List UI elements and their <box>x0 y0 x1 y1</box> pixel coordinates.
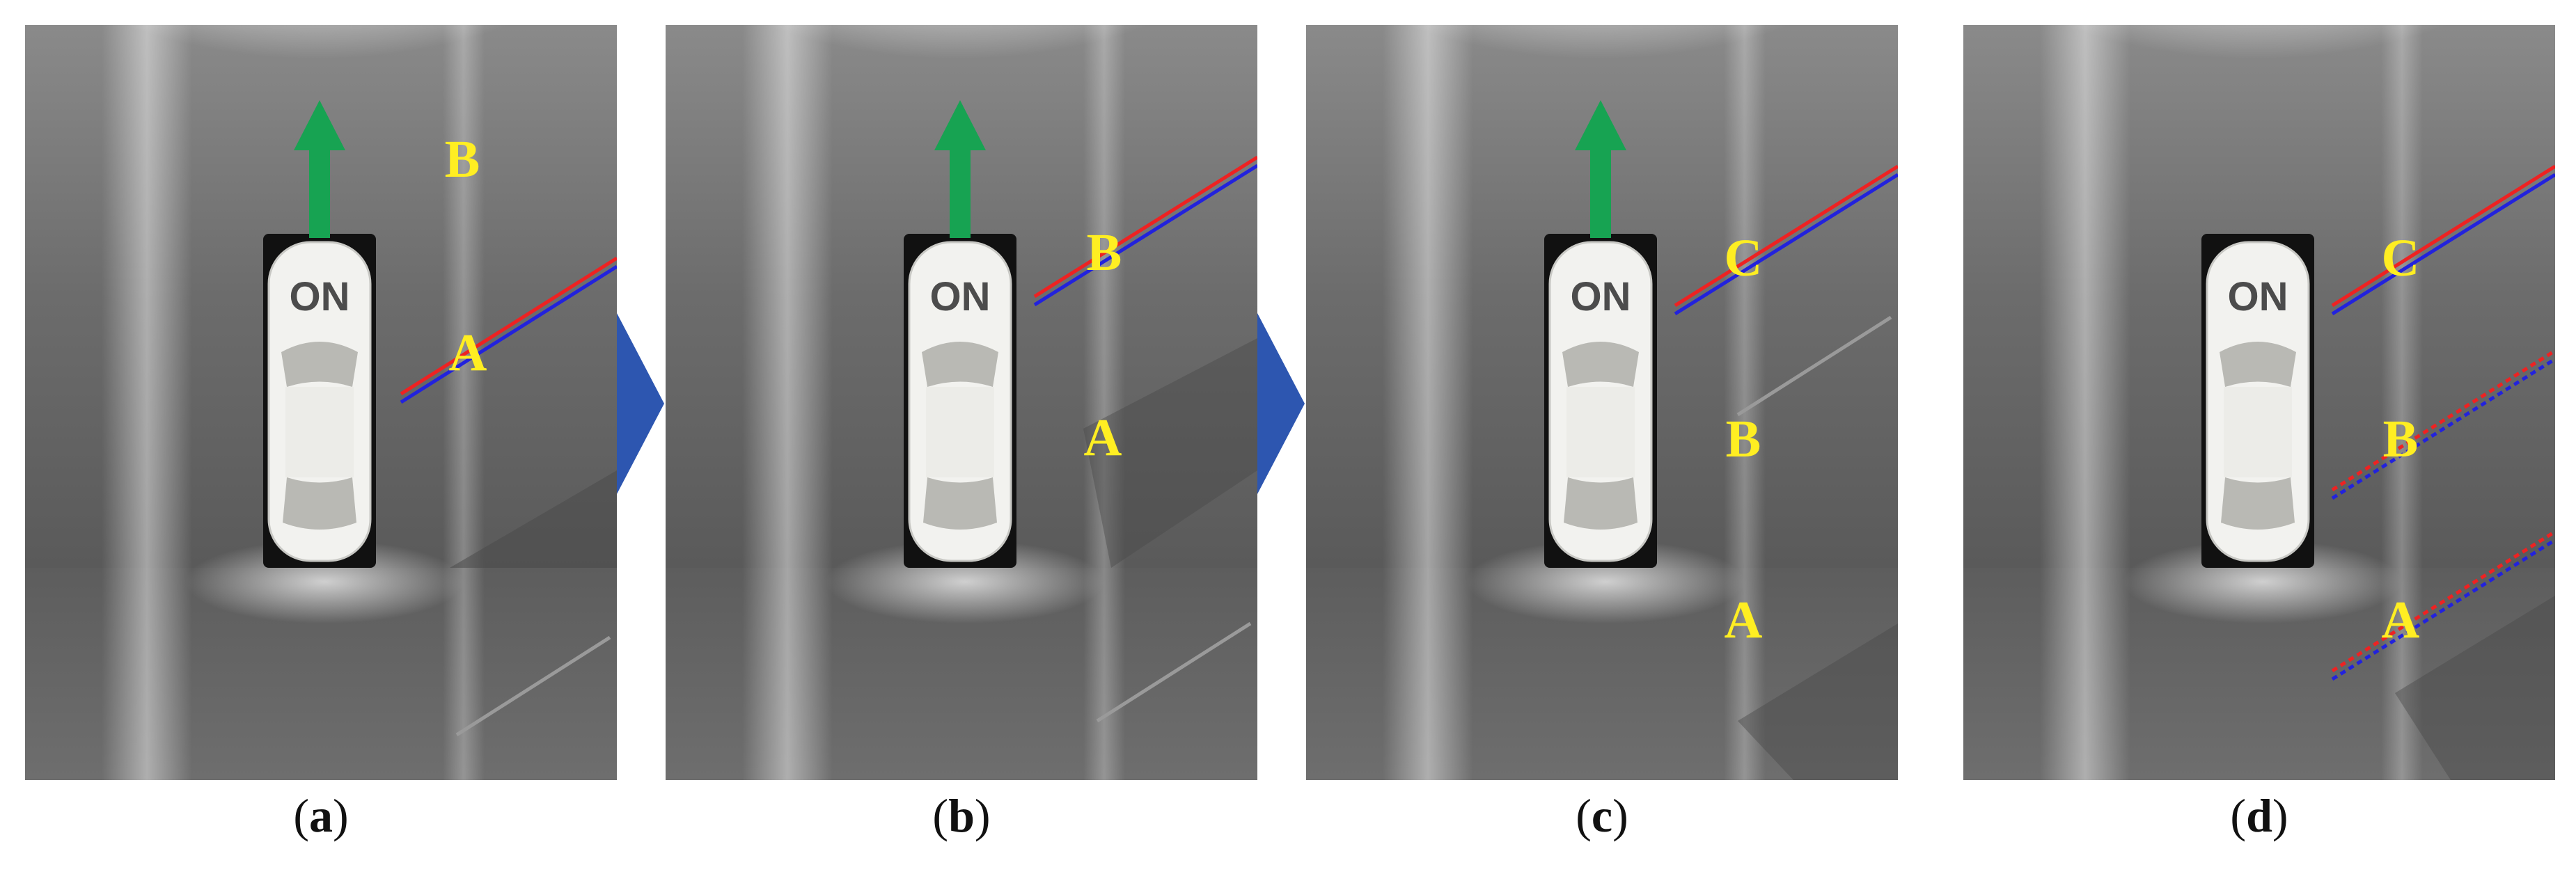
car-roof <box>2224 387 2292 477</box>
car-roof <box>926 387 994 477</box>
car-label: ON <box>1571 274 1631 319</box>
caption-a: (a) <box>25 792 617 839</box>
step-arrow-icon <box>1257 313 1305 494</box>
blue-line <box>1033 164 1257 307</box>
blue-line <box>2331 173 2555 316</box>
caption-letter: c <box>1591 789 1613 842</box>
vehicle: ON <box>263 234 376 568</box>
point-label-a: A <box>449 324 487 382</box>
caption-letter: a <box>309 789 333 842</box>
caption-close: ) <box>333 789 349 842</box>
car-label: ON <box>930 274 991 319</box>
caption-letter: b <box>948 789 975 842</box>
panel-b: ON B A <box>666 25 1257 780</box>
car-windshield <box>2220 342 2296 387</box>
caption-open: ( <box>293 789 309 842</box>
panel-d-image: ON C B A <box>1963 25 2555 780</box>
blue-line <box>400 264 617 404</box>
heading-arrow-icon <box>294 100 345 238</box>
red-line <box>2331 164 2555 308</box>
ground-mark <box>455 635 611 737</box>
car-label: ON <box>290 274 350 319</box>
vehicle: ON <box>2201 234 2314 568</box>
caption-open: ( <box>1576 789 1592 842</box>
point-label-b: B <box>2383 410 2419 468</box>
step-arrow-icon <box>617 313 664 494</box>
panel-a: ON B A <box>25 25 617 780</box>
light-glow <box>185 540 464 623</box>
point-label-a: A <box>1084 408 1122 467</box>
shadow-area <box>1738 623 1898 780</box>
red-line <box>400 256 617 396</box>
panel-c-image: ON C B A <box>1306 25 1898 780</box>
car-roof <box>1566 387 1635 477</box>
shadow-area <box>450 470 617 568</box>
vehicle: ON <box>1544 234 1657 568</box>
red-line <box>1674 164 1898 308</box>
heading-arrow-icon <box>934 100 986 238</box>
car-rear-window <box>283 477 356 530</box>
caption-b: (b) <box>666 792 1257 839</box>
shadow-area <box>2395 596 2555 780</box>
car-roof <box>285 387 354 477</box>
light-glow <box>826 540 1104 623</box>
car-rear-window <box>923 477 997 530</box>
car-windshield <box>922 342 998 387</box>
red-line <box>1033 155 1257 299</box>
blue-dashed-line <box>2331 538 2555 681</box>
vehicle: ON <box>904 234 1016 568</box>
caption-close: ) <box>1612 789 1628 842</box>
car-windshield <box>281 342 358 387</box>
ground-mark <box>1096 621 1252 723</box>
car-windshield <box>1562 342 1639 387</box>
red-dashed-line <box>2331 530 2555 673</box>
panel-c: ON C B A <box>1306 25 1898 780</box>
blue-dashed-line <box>2331 357 2555 500</box>
point-label-c: C <box>1725 229 1763 287</box>
caption-close: ) <box>974 789 991 842</box>
panel-a-image: ON B A <box>25 25 617 780</box>
caption-open: ( <box>932 789 949 842</box>
light-glow <box>1963 25 2548 192</box>
point-label-a: A <box>1725 591 1763 649</box>
caption-close: ) <box>2272 789 2288 842</box>
panel-d: ON C B A <box>1963 25 2555 780</box>
red-dashed-line <box>2331 349 2555 492</box>
light-glow <box>2123 540 2402 623</box>
car-label: ON <box>2228 274 2288 319</box>
point-label-a: A <box>2382 591 2420 649</box>
ground-mark <box>1736 315 1892 417</box>
blue-line <box>1674 173 1898 316</box>
point-label-b: B <box>1726 410 1761 468</box>
caption-letter: d <box>2246 789 2272 842</box>
point-label-b: B <box>445 130 480 189</box>
caption-c: (c) <box>1306 792 1898 839</box>
caption-open: ( <box>2230 789 2247 842</box>
heading-arrow-icon <box>1575 100 1626 238</box>
point-label-c: C <box>2382 229 2420 287</box>
light-glow <box>1466 540 1745 623</box>
panel-b-image: ON B A <box>666 25 1257 780</box>
caption-d: (d) <box>1963 792 2555 839</box>
car-rear-window <box>1564 477 1638 530</box>
shadow-area <box>1083 338 1257 568</box>
car-rear-window <box>2221 477 2295 530</box>
point-label-b: B <box>1087 223 1122 282</box>
